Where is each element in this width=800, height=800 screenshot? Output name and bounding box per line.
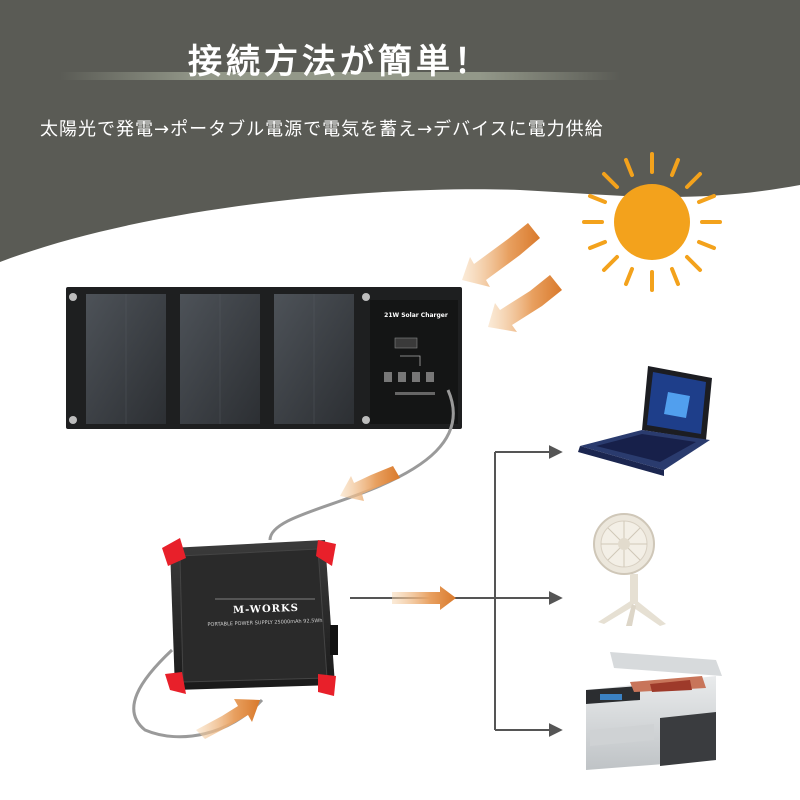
output-orange-arrow [392, 586, 456, 610]
page-title: 接続方法が簡単！ [188, 42, 492, 82]
header-background [0, 0, 800, 262]
charge-arrow-panel-to-station [340, 466, 400, 501]
fan-icon [593, 513, 666, 626]
title-area: 接続方法が簡単！ [0, 30, 800, 90]
title-underline [60, 72, 620, 80]
page-subtitle: 太陽光で発電→ポータブル電源で電気を蓄え→デバイスに電力供給 [40, 119, 604, 140]
power-station-icon [162, 538, 338, 696]
solar-panel-label: 21W Solar Charger [384, 312, 448, 319]
charge-arrow-station-loop [196, 699, 260, 739]
sun-icon [582, 152, 722, 292]
sunlight-arrow-1 [462, 223, 540, 287]
sunlight-arrow-2 [488, 275, 562, 332]
cooler-box-icon [586, 652, 722, 770]
laptop-icon [578, 366, 712, 476]
solar-panel-icon [66, 287, 462, 429]
